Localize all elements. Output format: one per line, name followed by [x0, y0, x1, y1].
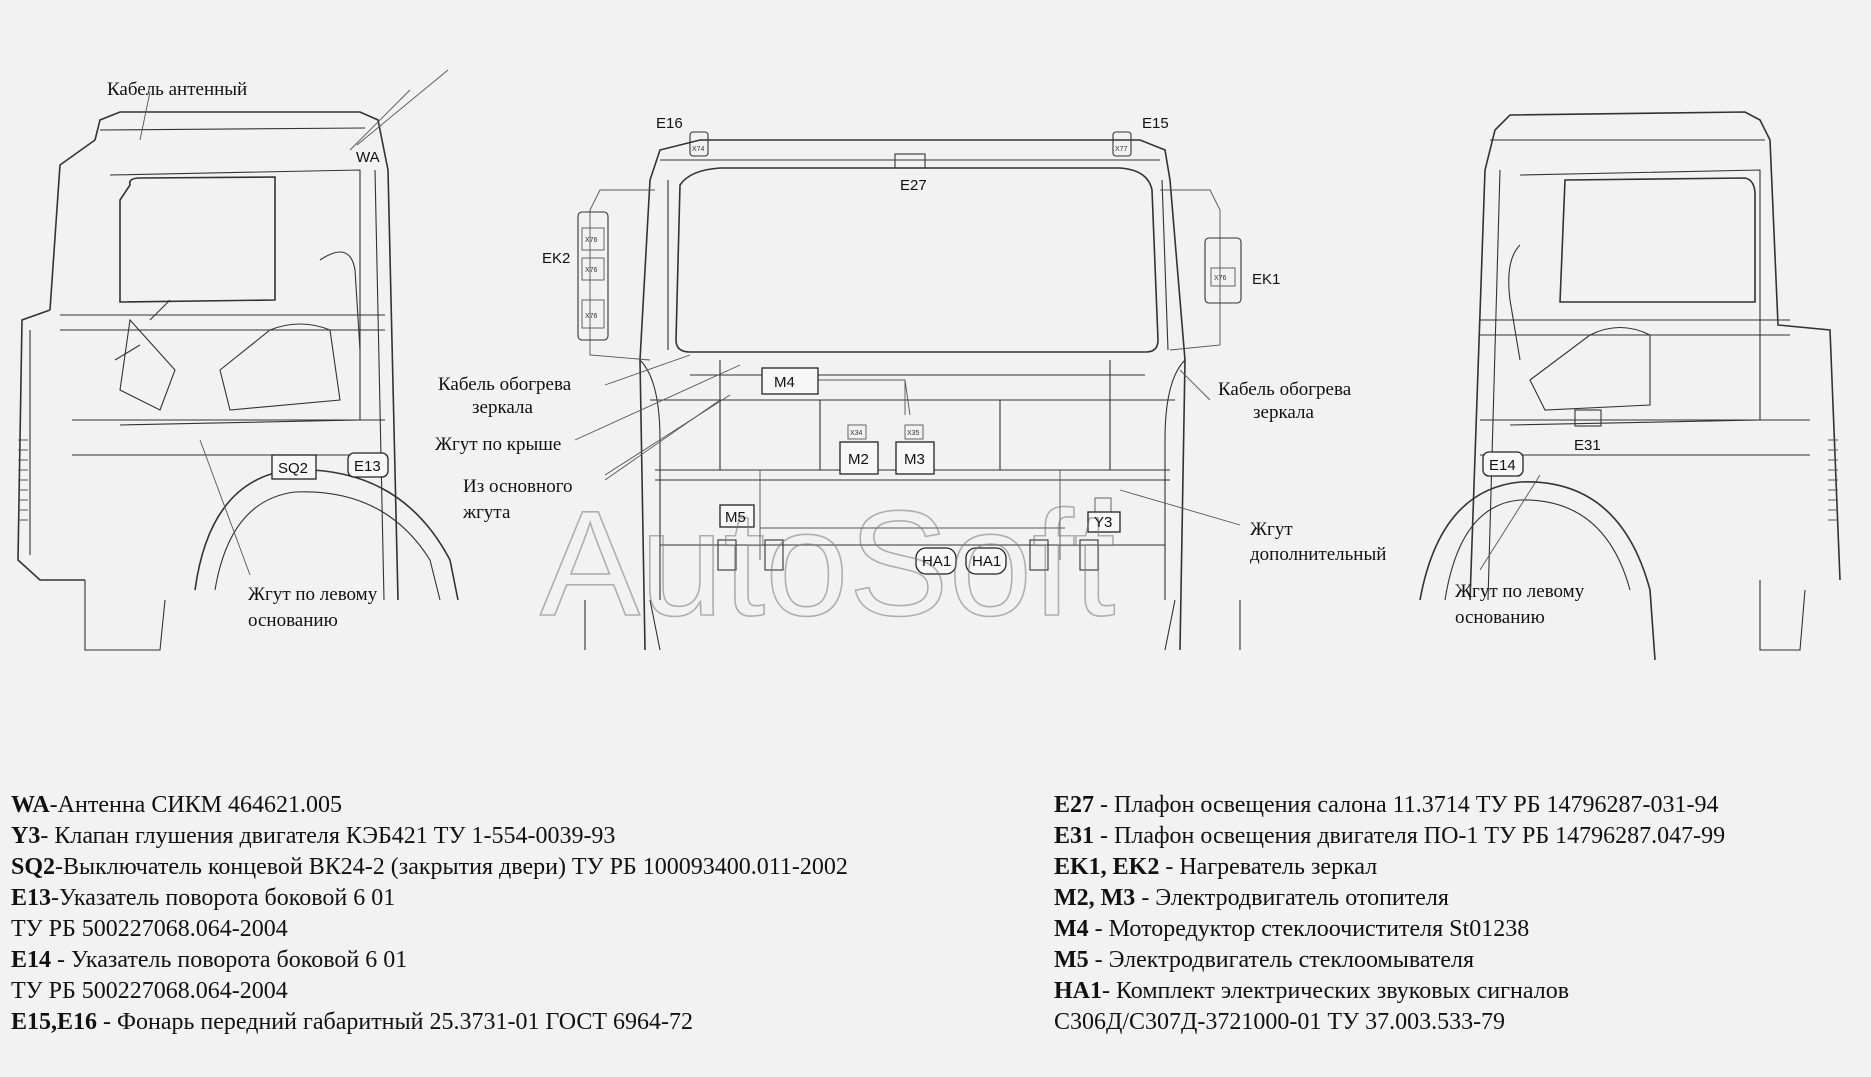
component-m3: M3: [904, 451, 925, 468]
mirror-cable-right-label-2: зеркала: [1253, 402, 1314, 423]
component-e14: E14: [1489, 457, 1516, 474]
component-ha1-left: HA1: [922, 553, 951, 570]
cab-drawing: X76 X76 X76 X76 X74 X77 X34 X35: [17, 69, 1841, 661]
antenna-cable-label: Кабель антенный: [107, 79, 247, 100]
extra-harness-label-2: дополнительный: [1250, 544, 1386, 565]
extra-harness-label-1: Жгут: [1250, 519, 1293, 540]
left-base-harness-label-1: Жгут по левому: [248, 584, 378, 605]
legend-item: WA-Антенна СИКМ 464621.005: [11, 792, 343, 818]
main-harness-label-1: Из основного: [463, 476, 573, 497]
left-cab-side-view: [17, 69, 459, 651]
component-e13: E13: [354, 458, 381, 475]
main-harness-label-2: жгута: [462, 502, 511, 523]
mirror-cable-right-label-1: Кабель обогрева: [1218, 379, 1352, 400]
legend-item: M4 - Моторедуктор стеклоочистителя St012…: [1054, 916, 1530, 942]
legend: WA-Антенна СИКМ 464621.005 Y3- Клапан гл…: [0, 790, 1871, 1070]
component-ek2: EK2: [542, 250, 570, 267]
legend-item: С306Д/С307Д-3721000-01 ТУ 37.003.533-79: [1054, 1009, 1506, 1035]
legend-item: E14 - Указатель поворота боковой 6 01: [11, 947, 408, 973]
right-cab-side-view: [1419, 111, 1841, 661]
svg-text:X35: X35: [907, 430, 920, 437]
legend-item: SQ2-Выключатель концевой ВК24-2 (закрыти…: [11, 854, 848, 880]
component-ek1: EK1: [1252, 271, 1280, 288]
legend-item: M2, M3 - Электродвигатель отопителя: [1054, 885, 1449, 911]
legend-item: E27 - Плафон освещения салона 11.3714 ТУ…: [1054, 792, 1719, 818]
left-base-harness-label-4: основанию: [1455, 607, 1545, 628]
watermark: AutoSoft: [540, 479, 1115, 647]
roof-harness-label: Жгут по крыше: [435, 434, 561, 455]
left-base-harness-label-2: основанию: [248, 610, 338, 631]
component-m2: M2: [848, 451, 869, 468]
component-m5: M5: [725, 509, 746, 526]
legend-item: ТУ РБ 500227068.064-2004: [11, 916, 288, 942]
svg-text:X76: X76: [1214, 275, 1227, 282]
mirror-cable-left-label-2: зеркала: [472, 397, 533, 418]
legend-item: HA1- Комплект электрических звуковых сиг…: [1054, 978, 1570, 1004]
legend-item: E15,E16 - Фонарь передний габаритный 25.…: [11, 1009, 694, 1035]
svg-text:X34: X34: [850, 430, 863, 437]
component-m4: M4: [774, 374, 795, 391]
legend-item: Y3- Клапан глушения двигателя КЭБ421 ТУ …: [11, 823, 616, 849]
svg-text:X76: X76: [585, 237, 598, 244]
component-e31: E31: [1574, 437, 1601, 454]
component-e16: E16: [656, 115, 683, 132]
component-ha1-right: HA1: [972, 553, 1001, 570]
svg-text:X74: X74: [692, 146, 705, 153]
legend-right-column: E27 - Плафон освещения салона 11.3714 ТУ…: [1054, 790, 1725, 1038]
svg-text:X77: X77: [1115, 146, 1128, 153]
legend-item: M5 - Электродвигатель стеклоомывателя: [1054, 947, 1475, 973]
legend-item: ТУ РБ 500227068.064-2004: [11, 978, 288, 1004]
svg-text:X76: X76: [585, 313, 598, 320]
component-sq2: SQ2: [278, 460, 308, 477]
wa-label: WA: [356, 149, 380, 166]
mirror-cable-left-label-1: Кабель обогрева: [438, 374, 572, 395]
front-cab-view: X76 X76 X76 X76 X74 X77 X34 X35: [574, 131, 1242, 651]
legend-left-column: WA-Антенна СИКМ 464621.005 Y3- Клапан гл…: [11, 790, 848, 1038]
component-e27: E27: [900, 177, 927, 194]
left-base-harness-label-3: Жгут по левому: [1455, 581, 1585, 602]
wiring-diagram: X76 X76 X76 X76 X74 X77 X34 X35: [17, 69, 1841, 661]
component-y3: Y3: [1094, 514, 1112, 531]
legend-item: E31 - Плафон освещения двигателя ПО-1 ТУ…: [1054, 823, 1726, 849]
legend-item: EK1, EK2 - Нагреватель зеркал: [1054, 854, 1378, 880]
svg-text:X76: X76: [585, 267, 598, 274]
legend-item: E13-Указатель поворота боковой 6 01: [11, 885, 396, 911]
component-e15: E15: [1142, 115, 1169, 132]
